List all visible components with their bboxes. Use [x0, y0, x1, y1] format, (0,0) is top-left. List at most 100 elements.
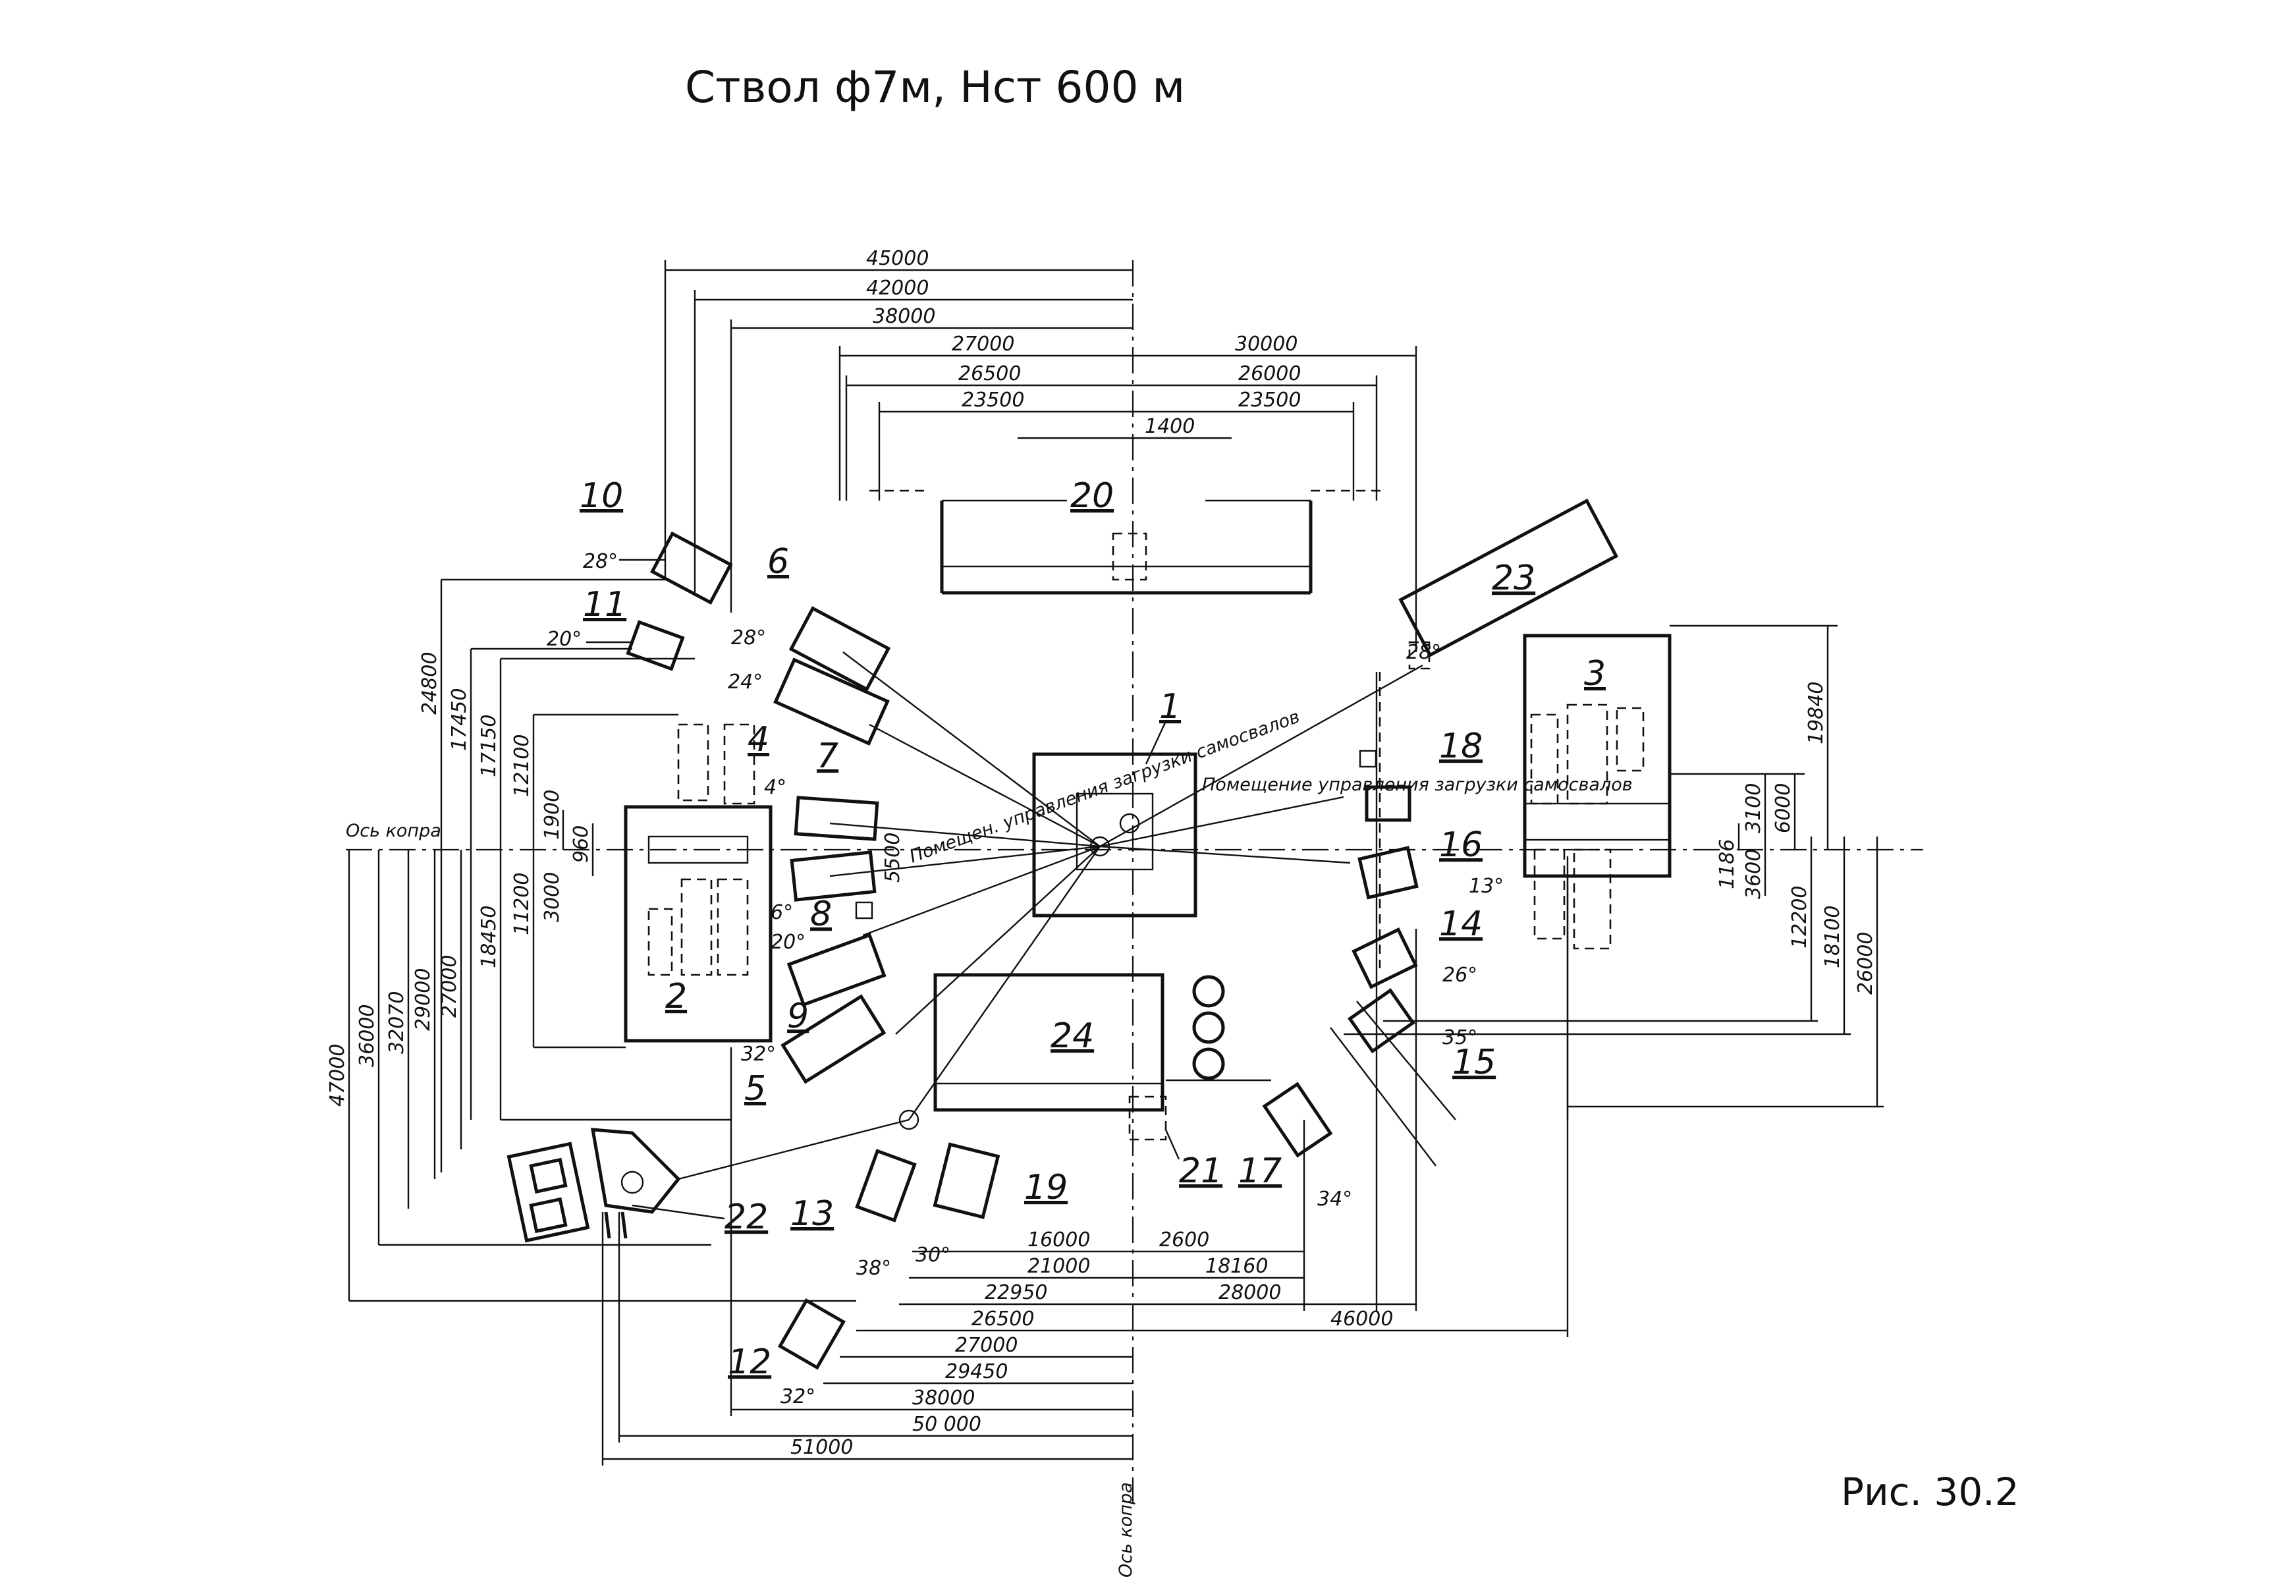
- dim-right-3600: 3600: [1742, 849, 1765, 899]
- angle-28-unit23: 28°: [1406, 641, 1441, 664]
- angle-34: 34°: [1317, 1188, 1352, 1211]
- item-21-unit: [1128, 1095, 1180, 1160]
- dim-left-17150: 17150: [478, 715, 501, 777]
- dim-left-12100: 12100: [510, 734, 533, 797]
- angle-30: 30°: [916, 1244, 950, 1267]
- dim-bottom-29450: 29450: [945, 1360, 1008, 1383]
- dim-left-47000: 47000: [326, 1044, 349, 1107]
- item-6-unit: [788, 606, 891, 692]
- item-11-label: 11: [583, 585, 626, 624]
- dim-bottom-38000: 38000: [912, 1387, 975, 1410]
- dim-bottom-21000: 21000: [1027, 1255, 1090, 1278]
- item-12-label: 12: [728, 1342, 771, 1382]
- dim-right-6000: 6000: [1772, 783, 1795, 833]
- dim-bottom-27000: 27000: [955, 1334, 1018, 1357]
- item-19-unit: [933, 1142, 1000, 1219]
- dim-top-23500-right: 23500: [1238, 389, 1301, 412]
- dim-top-45000: 45000: [866, 247, 929, 270]
- item-15-label: 15: [1452, 1043, 1496, 1082]
- item-20-structure: [869, 489, 1383, 595]
- item-13-label: 13: [790, 1194, 834, 1234]
- angle-35: 35°: [1442, 1026, 1477, 1049]
- dim-left-24800: 24800: [418, 652, 441, 715]
- figure-label: Рис. 30.2: [1841, 1470, 2019, 1514]
- vertical-axis-label: Ось копра: [1116, 1482, 1136, 1578]
- item-21-label: 21: [1179, 1151, 1222, 1191]
- dim-left-3000: 3000: [541, 872, 564, 922]
- dim-left-18450: 18450: [478, 906, 501, 968]
- radial-lines: [829, 651, 1423, 1120]
- dim-right-26000: 26000: [1854, 932, 1877, 995]
- angle-26: 26°: [1442, 964, 1477, 987]
- angle-20-left: 20°: [547, 628, 582, 651]
- item-17-unit: [1166, 1079, 1333, 1158]
- angle-20-unit9: 20°: [771, 931, 806, 954]
- angle-28-unit6: 28°: [731, 626, 766, 649]
- dim-left-29000: 29000: [412, 968, 435, 1031]
- dim-top-42000: 42000: [866, 277, 929, 300]
- item-3-building: [1523, 634, 1672, 950]
- dim-left-36000: 36000: [356, 1004, 379, 1067]
- item-8-label: 8: [810, 894, 832, 934]
- item-10-label: 10: [580, 476, 623, 516]
- dim-top-38000: 38000: [873, 305, 935, 328]
- dim-top-30000: 30000: [1235, 333, 1298, 356]
- angle-32-unit5: 32°: [741, 1043, 776, 1066]
- item-10-unit: [619, 531, 733, 605]
- item-1-label: 1: [1159, 687, 1181, 727]
- dim-top-1400: 1400: [1145, 415, 1195, 438]
- angle-28-top: 28°: [583, 550, 618, 573]
- angle-6: 6°: [771, 901, 793, 924]
- item-13-unit: [855, 1109, 919, 1223]
- dim-bottom-18160: 18160: [1205, 1255, 1268, 1278]
- right-dimension-group: [1344, 624, 1884, 1108]
- dim-bottom-26500: 26500: [971, 1307, 1034, 1331]
- angle-13: 13°: [1469, 875, 1504, 898]
- item-5-label: 5: [744, 1069, 766, 1109]
- dim-top-27000: 27000: [952, 333, 1014, 356]
- item-17-label: 17: [1238, 1151, 1282, 1191]
- item-2-label: 2: [665, 977, 687, 1016]
- item-7-unit: [794, 796, 879, 841]
- item-24-label: 24: [1051, 1016, 1094, 1056]
- dim-bottom-22950: 22950: [985, 1281, 1047, 1304]
- angle-24: 24°: [728, 671, 763, 694]
- item-16-unit: [1357, 846, 1419, 900]
- item-4-label: 4: [748, 720, 769, 759]
- item-15-unit: [1330, 988, 1456, 1167]
- dim-top-26500: 26500: [958, 362, 1021, 385]
- dim-top-26000: 26000: [1238, 362, 1301, 385]
- item-14-unit: [1352, 927, 1418, 989]
- dim-5500: 5500: [881, 833, 904, 883]
- dim-bottom-2600: 2600: [1159, 1228, 1209, 1252]
- dim-left-17450: 17450: [448, 688, 471, 751]
- dim-left-1900: 1900: [541, 790, 564, 840]
- item-18-label: 18: [1439, 727, 1483, 766]
- item-3-label: 3: [1584, 654, 1606, 694]
- angle-32-unit12: 32°: [780, 1385, 815, 1408]
- dim-bottom-16000: 16000: [1027, 1228, 1090, 1252]
- item-2-building: [624, 723, 773, 1043]
- item-20-label: 20: [1070, 476, 1114, 516]
- item-12-unit: [777, 1298, 846, 1370]
- item-24-building: [933, 973, 1225, 1112]
- item-14-label: 14: [1439, 904, 1483, 944]
- item-16-label: 16: [1439, 825, 1483, 865]
- dim-bottom-28000: 28000: [1218, 1281, 1281, 1304]
- item-4-unit: [773, 657, 890, 746]
- item-8-unit: [790, 850, 877, 920]
- dim-right-19840: 19840: [1805, 682, 1828, 744]
- drawing-title: Ствол ф7м, Нст 600 м: [685, 62, 1185, 113]
- item-11-unit: [586, 620, 685, 671]
- item-9-unit: [786, 933, 887, 1007]
- left-dimension-group: [348, 578, 856, 1302]
- horizontal-axis-label: Ось копра: [346, 821, 441, 841]
- angle-4: 4°: [764, 776, 786, 799]
- dim-bottom-50000: 50 000: [912, 1413, 981, 1436]
- dim-left-32070: 32070: [385, 991, 408, 1054]
- item-19-label: 19: [1024, 1168, 1068, 1207]
- item-7-label: 7: [817, 736, 838, 776]
- dim-right-3100: 3100: [1742, 783, 1765, 833]
- item-6-label: 6: [767, 542, 789, 582]
